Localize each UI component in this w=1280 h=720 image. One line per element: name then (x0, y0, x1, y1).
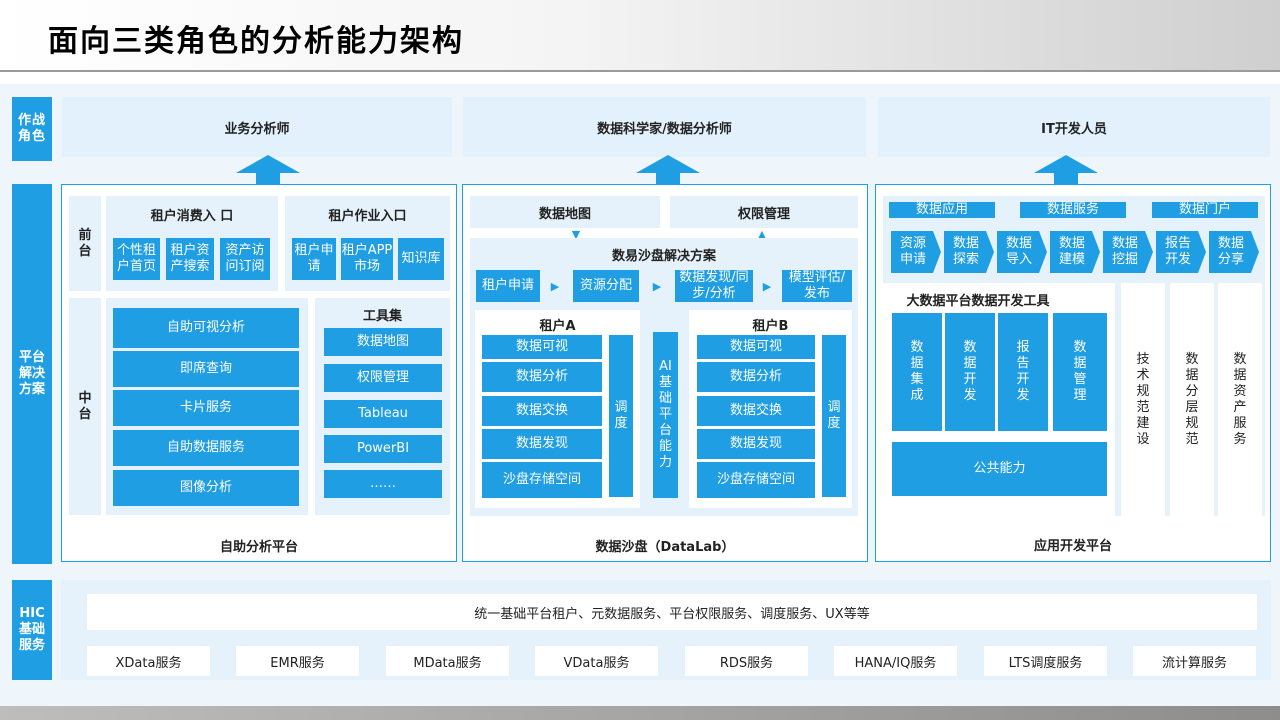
tenant-consume-item[interactable]: 个性租户首页 (113, 238, 160, 280)
dev-tool-column[interactable]: 数据管理 (1053, 313, 1107, 431)
tenant-consume-item[interactable]: 租户资产搜索 (166, 238, 214, 280)
tenant-b-item[interactable]: 数据分析 (697, 362, 815, 392)
arrow-up-icon: ▲ (757, 227, 767, 241)
toolset-item[interactable]: PowerBI (324, 435, 442, 463)
tenant-b-item[interactable]: 数据交换 (697, 396, 815, 426)
tenant-b-title: 租户B (752, 318, 789, 334)
panel-footer-datalab: 数据沙盘（DataLab） (595, 539, 735, 555)
tab-data-portal[interactable]: 数据门户 (1152, 202, 1258, 218)
tenant-a-item[interactable]: 数据交换 (482, 396, 602, 426)
toolset-item[interactable]: 数据地图 (324, 328, 442, 356)
panel-footer-self-analysis: 自助分析平台 (219, 539, 298, 555)
process-chevron[interactable]: 数据分享 (1209, 231, 1259, 273)
dev-tools-title: 大数据平台数据开发工具 (906, 293, 1050, 309)
toolset-item[interactable]: Tableau (324, 400, 442, 428)
solution-title: 数易沙盘解决方案 (611, 248, 716, 264)
tenant-a-schedule[interactable]: 调度 (609, 335, 633, 497)
tenant-a-item[interactable]: 沙盘存储空间 (482, 462, 602, 498)
front-label-box (69, 196, 101, 291)
middle-label-box (69, 298, 101, 515)
arrow-down-icon: ▼ (571, 227, 581, 241)
process-chevron[interactable]: 数据探索 (944, 231, 994, 273)
tenant-work-item[interactable]: 知识库 (398, 238, 444, 280)
middle-service-item[interactable]: 自助可视分析 (113, 308, 299, 348)
title-bar (0, 0, 1280, 72)
tenant-a-item[interactable]: 数据可视 (482, 335, 602, 359)
up-arrow-icon (236, 155, 300, 191)
tab-data-app[interactable]: 数据应用 (889, 202, 995, 218)
side-column: 技术规范建设 (1121, 283, 1165, 516)
common-capability[interactable]: 公共能力 (892, 442, 1107, 496)
flow-step[interactable]: 租户申请 (476, 270, 540, 302)
tenant-a-item[interactable]: 数据发现 (482, 429, 602, 459)
tenant-consume-title: 租户消费入 口 (150, 208, 234, 224)
data-map-box[interactable]: 数据地图 (470, 196, 660, 228)
permission-box[interactable]: 权限管理 (670, 196, 858, 228)
hic-service[interactable]: EMR服务 (236, 646, 359, 676)
tenant-b-item[interactable]: 沙盘存储空间 (697, 462, 815, 498)
tenant-work-item[interactable]: 租户APP市场 (341, 238, 393, 280)
dev-tool-column[interactable]: 数据集成 (892, 313, 942, 431)
tenant-b-schedule[interactable]: 调度 (822, 335, 846, 497)
toolset-item[interactable]: 权限管理 (324, 364, 442, 392)
tenant-a-title: 租户A (539, 318, 576, 334)
side-label-hic: HIC基础服务 (12, 580, 52, 680)
up-arrow-icon (636, 155, 700, 191)
role-it-developer: IT开发人员 (878, 97, 1270, 157)
side-column: 数据分层规范 (1170, 283, 1214, 516)
side-label-role: 作战角色 (12, 97, 52, 161)
arrow-right-icon: ▶ (652, 279, 662, 293)
flow-step[interactable]: 资源分配 (573, 270, 639, 302)
tenant-work-title: 租户作业入口 (328, 208, 407, 224)
footer-strip (0, 706, 1280, 720)
ai-platform-capability[interactable]: AI基础平台能力 (653, 332, 678, 498)
hic-service[interactable]: 流计算服务 (1133, 646, 1256, 676)
unified-platform-services: 统一基础平台租户、元数据服务、平台权限服务、调度服务、UX等等 (87, 594, 1257, 630)
middle-service-item[interactable]: 自助数据服务 (113, 430, 299, 466)
process-chevron[interactable]: 数据挖掘 (1103, 231, 1153, 273)
tab-data-service[interactable]: 数据服务 (1020, 202, 1126, 218)
panel-footer-app-dev: 应用开发平台 (1033, 538, 1112, 554)
up-arrow-icon (1034, 155, 1098, 191)
page-title: 面向三类角色的分析能力架构 (48, 24, 464, 59)
process-chevron[interactable]: 数据建模 (1050, 231, 1100, 273)
front-label: 前台 (78, 227, 92, 259)
side-label-platform: 平台解决方案 (12, 184, 52, 564)
hic-service[interactable]: LTS调度服务 (984, 646, 1107, 676)
arrow-right-icon: ▶ (762, 279, 772, 293)
process-chevron[interactable]: 资源申请 (891, 231, 941, 273)
arrow-right-icon: ▶ (550, 279, 560, 293)
dev-tool-column[interactable]: 数据开发 (945, 313, 995, 431)
role-business-analyst: 业务分析师 (62, 97, 452, 157)
middle-service-item[interactable]: 卡片服务 (113, 390, 299, 426)
process-chevron[interactable]: 报告开发 (1156, 231, 1206, 273)
hic-service[interactable]: RDS服务 (685, 646, 808, 676)
toolset-title: 工具集 (362, 308, 402, 324)
tenant-consume-item[interactable]: 资产访问订阅 (220, 238, 270, 280)
tenant-b-item[interactable]: 数据发现 (697, 429, 815, 459)
middle-service-item[interactable]: 即席查询 (113, 351, 299, 387)
hic-service[interactable]: MData服务 (386, 646, 509, 676)
dev-tool-column[interactable]: 报告开发 (998, 313, 1048, 431)
role-data-scientist: 数据科学家/数据分析师 (463, 97, 866, 157)
hic-service[interactable]: XData服务 (87, 646, 210, 676)
process-chevron[interactable]: 数据导入 (997, 231, 1047, 273)
tenant-b-item[interactable]: 数据可视 (697, 335, 815, 359)
tenant-work-item[interactable]: 租户申请 (292, 238, 336, 280)
hic-service[interactable]: VData服务 (535, 646, 658, 676)
flow-step[interactable]: 模型评估/发布 (782, 270, 852, 302)
middle-service-item[interactable]: 图像分析 (113, 470, 299, 506)
middle-label: 中台 (78, 390, 92, 422)
toolset-item[interactable]: …… (324, 470, 442, 498)
flow-step[interactable]: 数据发现/同步/分析 (675, 270, 753, 302)
hic-service[interactable]: HANA/IQ服务 (834, 646, 957, 676)
side-column: 数据资产服务 (1218, 283, 1262, 516)
tenant-a-item[interactable]: 数据分析 (482, 362, 602, 392)
